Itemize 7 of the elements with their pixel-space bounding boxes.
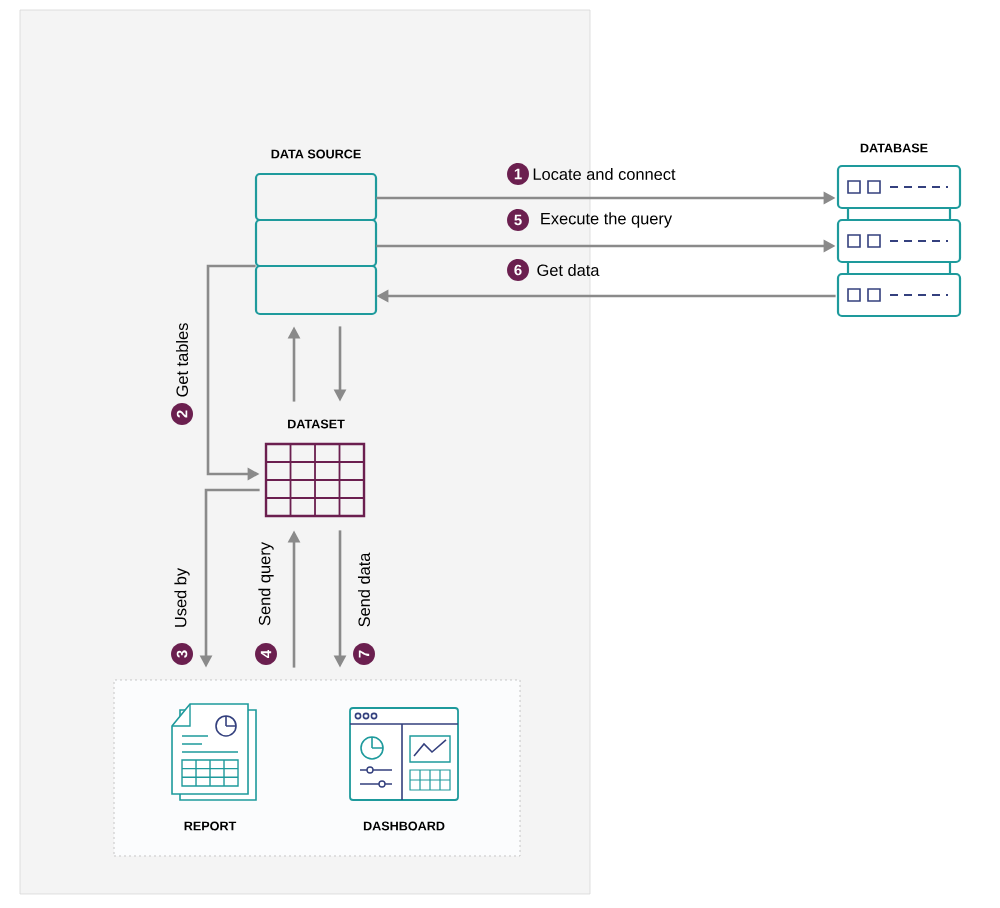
edge-label: Locate and connect xyxy=(533,167,676,180)
edge-label: Send data xyxy=(358,552,371,627)
edge-label: Get data xyxy=(537,263,600,276)
edge-label: Get tables xyxy=(176,323,189,397)
edge-label: Execute the query xyxy=(541,212,673,228)
edge-label: Send query xyxy=(258,542,274,626)
edge-label: Used by xyxy=(174,567,190,627)
